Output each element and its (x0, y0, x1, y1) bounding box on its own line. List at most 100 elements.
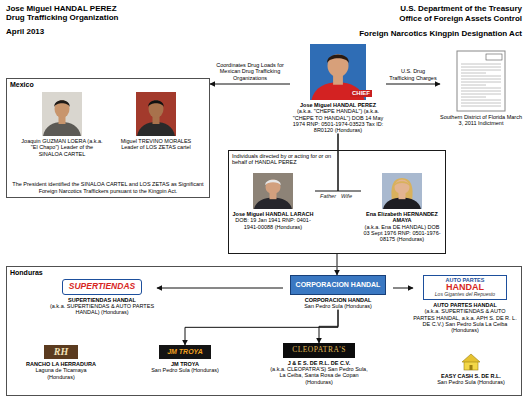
document-card: Southern District of Florida March 3, 20… (440, 50, 522, 127)
document-line (461, 91, 501, 92)
document-line (461, 94, 501, 95)
note-holder: The President identified the SINALOA CAR… (11, 181, 205, 194)
document-line (461, 79, 501, 80)
logo-text: SUPERTIENDAS (65, 282, 139, 292)
title-holder: Jose Miguel HANDAL PEREZ Drug Traffickin… (6, 4, 131, 22)
document-page (457, 51, 505, 111)
entity-name: RANCHO LA HERRADURA (21, 361, 101, 367)
detail-text: (a.k.a. SUPERTIENDAS & AUTO PARTES HANDA… (413, 308, 517, 333)
label-holder: U.S. Department of the Treasury (302, 4, 522, 13)
logo-text: CLEOPATRA'S (285, 346, 353, 355)
edge-label: U.S. Drug Trafficking Charges (389, 68, 437, 81)
document-line (461, 73, 486, 74)
picture-frame (42, 92, 82, 136)
business-card: JM TROYAJM TROYASan Pedro Sula (Honduras… (147, 345, 223, 374)
header-label: April 2013 (6, 27, 106, 36)
person-picture (253, 173, 293, 209)
picture-frame (461, 353, 481, 371)
document-line (461, 97, 486, 98)
entity-name: SUPERTIENDAS HANDAL (47, 297, 157, 303)
label-holder: Father (316, 193, 336, 199)
edge-label: Coordinates Drug Loads for Mexican Drug … (214, 62, 286, 81)
picture-frame (253, 173, 293, 209)
hair (54, 100, 69, 107)
connector (393, 288, 413, 289)
document-line (461, 76, 501, 77)
person-picture (42, 92, 82, 136)
detail-text: San Pedro Sula (Honduras) (147, 367, 223, 373)
document-line (461, 85, 486, 86)
label-holder: Coordinates Drug Loads for Mexican Drug … (214, 62, 286, 81)
connector (386, 84, 440, 85)
shoulders (43, 122, 81, 136)
label-holder: April 2013 (6, 27, 106, 36)
hair (327, 55, 349, 64)
chief-card: CHIEFJose Miguel HANDAL PEREZ(a.k.a. "CH… (290, 44, 386, 134)
hair (148, 100, 163, 107)
picture-frame (382, 173, 422, 209)
header-label: Foreign Narcotics Kingpin Designation Ac… (302, 29, 522, 38)
badge-holder: CHIEF (350, 90, 372, 97)
logo-text: RH (46, 347, 76, 357)
header-label: Office of Foreign Assets Control (302, 14, 522, 23)
company-logo: AUTO PARTESHANDALLos Gigantes del Repues… (423, 275, 507, 300)
group-box: Individuals directed by or acting for or… (228, 150, 446, 254)
header-label: U.S. Department of the Treasury (302, 4, 522, 13)
person-picture (136, 92, 176, 136)
entity-name: Jose Miguel HANDAL LARACH (231, 211, 315, 217)
hair (394, 181, 409, 186)
connector (319, 310, 338, 343)
country-region: HondurasSUPERTIENDAS SUPERTIENDAS HANDAL (… (6, 266, 522, 396)
person-card: Ena Elizabeth HERNANDEZ AMAYA(a.k.a. Ena… (361, 173, 443, 243)
business-card: CLEOPATRA'SJ & E S. DE R.L. DE C.V.(a.k.… (269, 343, 369, 385)
logo-text: Los Gigantes del Repuesto (425, 292, 505, 298)
person-card: Joaquin GUZMAN LOERA (a.k.a. "El Chapo")… (19, 92, 105, 157)
detail-text: San Pedro Sula (Honduras) (431, 379, 511, 385)
shoulders (383, 198, 421, 209)
company-logo: CORPORACION HANDAL (290, 275, 386, 295)
detail-text: (a.k.a. CLEOPATRA'S) San Pedro Sula, La … (269, 366, 369, 385)
person-card: Miguel TREVINO MORALES Leader of LOS ZET… (113, 92, 199, 151)
business-card: CORPORACION HANDALCORPORACION HANDALSan … (283, 275, 393, 310)
shoulders (137, 122, 175, 136)
photo-background (253, 173, 293, 209)
title-holder: Mexico (10, 81, 130, 89)
picture-frame (456, 50, 506, 112)
entity-name: CORPORACION HANDAL (283, 297, 393, 303)
connector (210, 84, 290, 85)
face (328, 54, 349, 77)
company-logo: SUPERTIENDAS (62, 279, 142, 295)
title-holder: Individuals directed by or acting for or… (232, 153, 332, 166)
case-stamp (486, 54, 502, 60)
document-line (461, 64, 501, 65)
face (266, 180, 281, 195)
note-text: The President identified the SINALOA CAR… (11, 181, 205, 194)
detail-text: Laguna de Ticamaya (Honduras) (21, 367, 101, 380)
edge-label: Father (316, 193, 336, 199)
face (149, 100, 164, 118)
label-holder: Office of Foreign Assets Control (302, 14, 522, 23)
detail-text: DOB: 19 Jan 1941 RNP: 0401-1941-00088 (H… (231, 217, 315, 230)
house-roof (462, 354, 480, 362)
picture-frame (136, 92, 176, 136)
house-door (470, 365, 473, 370)
house-body (464, 361, 478, 370)
region-title: Mexico (10, 81, 130, 89)
connector (337, 254, 338, 275)
label-holder: Foreign Narcotics Kingpin Designation Ac… (302, 29, 522, 38)
edge-label: Wife (341, 193, 360, 199)
entity-name: Jose Miguel HANDAL PEREZ (290, 102, 386, 108)
face (395, 180, 410, 195)
document-line (461, 88, 501, 89)
logo-text: HANDAL (425, 283, 505, 292)
region-title: Honduras (10, 269, 130, 277)
company-logo: CLEOPATRA'S (283, 343, 355, 358)
country-region: MexicoThe President identified the SINAL… (6, 78, 210, 198)
connector (185, 310, 338, 345)
company-logo: JM TROYA (159, 345, 211, 359)
rank-badge: CHIEF (350, 90, 372, 97)
document-line (461, 82, 501, 83)
hair (391, 178, 412, 201)
connector (157, 288, 283, 289)
